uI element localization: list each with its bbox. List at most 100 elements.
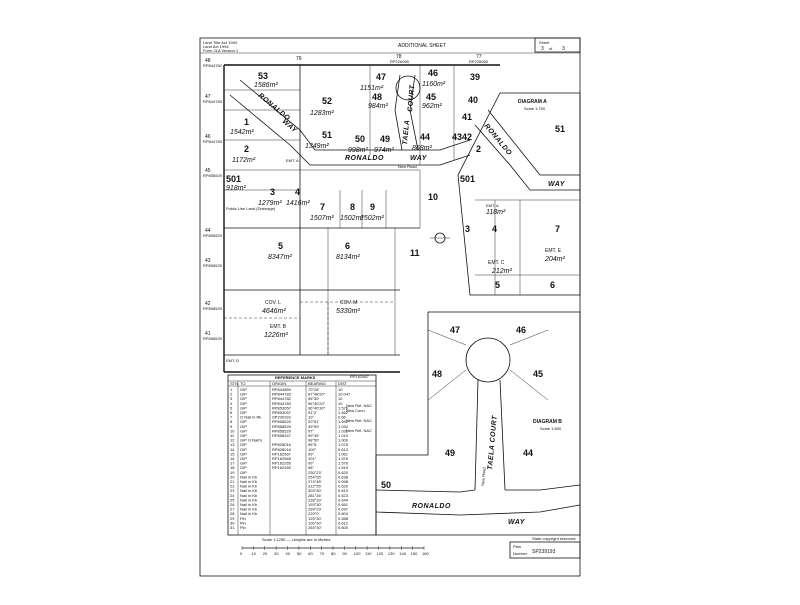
table-cell: 0.612 [338, 520, 349, 525]
table-cell: 16 [230, 456, 235, 461]
table-cell: 96°40'20" [308, 401, 326, 406]
lot-number: 4 [492, 224, 497, 234]
table-cell: 91°2' [308, 410, 317, 415]
table-cell: 26 [230, 502, 235, 507]
table-cell: 70°28' [308, 387, 319, 392]
left-neighbour-lots: 48RP84478247RP84478346RP84478345RP858529… [203, 58, 223, 341]
table-cell: O.Nail in Rk [240, 415, 261, 420]
table-cell: GIP [240, 424, 247, 429]
lot-area: 984m² [368, 103, 389, 110]
table-cell: 0.604 [338, 511, 349, 516]
lot-area: 1349m² [305, 143, 329, 150]
lot-number: 50 [381, 480, 391, 490]
scale-tick-label: 90 [342, 551, 347, 556]
lot-number: 4 [295, 187, 300, 197]
lot-area: 1283m² [310, 110, 334, 117]
table-note: New Conn. [346, 408, 366, 413]
lot-number: 42 [462, 132, 472, 142]
easement-area: 212m² [491, 268, 513, 275]
lot-number: 6 [345, 241, 350, 251]
table-cell: 1 [230, 387, 233, 392]
special-parcels: 501 918m² Public Use Land (Drainage) EMT… [226, 158, 360, 363]
lot-number: 48 [372, 92, 382, 102]
lot-area: 1586m² [254, 82, 278, 89]
act-note: Land Act 1994 [203, 44, 229, 49]
road-name: WAY [508, 519, 526, 526]
table-cell: 0.638 [338, 474, 349, 479]
scale-tick-label: 140 [399, 551, 406, 556]
table-cell: 11 [230, 433, 235, 438]
lot-number: 44 [420, 132, 430, 142]
diagram-scale: Scale 1:500 [540, 426, 562, 431]
lot-number: 3 [270, 187, 275, 197]
plan-ref: RP858529 [203, 263, 223, 268]
lot-number: 46 [516, 325, 526, 335]
table-cell: 1.576 [338, 456, 349, 461]
table-cell: GIP [240, 461, 247, 466]
table-cell: 98° [308, 465, 314, 470]
table-cell: 98°50' [308, 438, 319, 443]
lot-number: 49 [380, 134, 390, 144]
diagram-title: DIAGRAM B [533, 419, 562, 425]
table-cell: 10.047 [338, 392, 351, 397]
covenant-label: COV. M [340, 300, 357, 306]
lot-area: 1502m² [360, 215, 384, 222]
table-cell: 12 [230, 438, 235, 443]
road-name: WAY [548, 181, 566, 188]
table-cell: 0.620 [338, 470, 349, 475]
table-note: New Ref. N&C [346, 403, 372, 408]
road-name: TAELA [402, 119, 411, 145]
table-cell: 4 [230, 401, 233, 406]
lot-number: 41 [462, 112, 472, 122]
copyright-note: State copyright reserved. [532, 536, 576, 541]
table-cell: 1.576 [338, 405, 349, 410]
table-cell: 0.66 [338, 415, 347, 420]
table-cell: Pin [240, 525, 246, 530]
table-cell: 304°30' [308, 488, 322, 493]
table-cell: GIP [240, 387, 247, 392]
table-cell: 274°48' [308, 479, 322, 484]
diagram-a: DIAGRAM A Scale 1:750 RONALDO WAY 2 51 5… [457, 92, 581, 296]
table-cell: 193°30' [308, 502, 322, 507]
table-cell: RP844783 [272, 401, 292, 406]
table-cell: RP858529 [272, 424, 292, 429]
lot-number: 46 [428, 68, 438, 78]
table-cell: RP162265 [272, 461, 292, 466]
table-cell: 0.600 [338, 525, 349, 530]
table-cell: 30 [230, 520, 235, 525]
table-cell: Nail in Kb [240, 511, 258, 516]
table-cell: GIP [240, 396, 247, 401]
table-cell: 101° [308, 456, 317, 461]
diagram-scale: Scale 1:750 [524, 106, 546, 111]
diagram-b: DIAGRAM B Scale 1:500 47 46 48 45 49 44 … [375, 311, 581, 536]
lot-area: 998m² [348, 147, 369, 154]
lot-number: 10 [428, 192, 438, 202]
table-cell: Nail in Kb [240, 493, 258, 498]
table-cell: 10 [338, 387, 343, 392]
lot-area: 1160m² [422, 81, 446, 88]
table-cell: Nail in Kb [240, 474, 258, 479]
lot-number: 79 [296, 56, 302, 62]
act-note: Land Title Act 1994 [203, 40, 238, 45]
table-cell: RP162265 [272, 465, 292, 470]
lot-number: 9 [370, 202, 375, 212]
sheet-of: of [549, 46, 553, 51]
plan-ref: RP858529 [203, 306, 223, 311]
lot-number: 2 [476, 144, 481, 154]
plan-ref: RP844783 [203, 99, 223, 104]
side-lot-labels: 39 40 41 42 43 10 11 [410, 72, 480, 258]
table-header: BEARING [308, 381, 326, 386]
table-cell: SP239193 [272, 415, 291, 420]
lot-number: 77 [476, 54, 482, 60]
table-cell: RP828016 [272, 442, 292, 447]
table-cell: 1.000 [338, 438, 349, 443]
table-cell: RP162567 [272, 451, 292, 456]
header: Land Title Act 1994 Land Act 1994 Form 2… [200, 37, 581, 54]
table-cell: GIP [240, 465, 247, 470]
table-cell: 0.588 [338, 516, 349, 521]
table-cell: 6 [230, 410, 233, 415]
scale-tick-label: 120 [377, 551, 384, 556]
sheet-border [199, 37, 581, 577]
scale-tick-label: 20 [263, 551, 268, 556]
